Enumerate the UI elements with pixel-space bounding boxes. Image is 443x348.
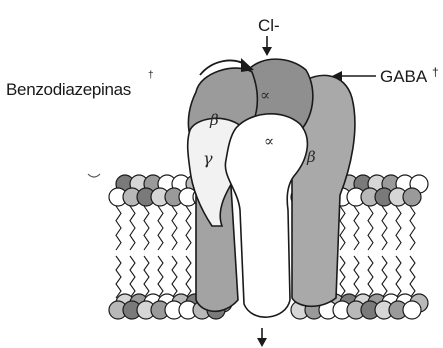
- lipid-head-upper: [403, 188, 421, 206]
- lipid-tail-lower: [410, 256, 415, 298]
- ion-label: Cl-: [258, 16, 280, 35]
- lipid-tail-lower: [130, 256, 135, 298]
- lipid-tail-lower: [116, 256, 121, 298]
- lipid-tail-lower: [368, 256, 373, 298]
- gaba-site: GABA †: [332, 65, 439, 86]
- lipid-tail-lower: [382, 256, 387, 298]
- lipid-tail-lower: [144, 256, 149, 298]
- label-beta-right: β: [306, 148, 316, 166]
- lipid-tail-lower: [172, 256, 177, 298]
- lipid-tail-upper: [172, 206, 177, 250]
- lipid-tail-upper: [410, 206, 415, 250]
- lipid-tail-upper: [340, 206, 345, 250]
- lipid-tail-upper: [158, 206, 163, 250]
- lipid-tail-lower: [354, 256, 359, 298]
- lipid-tail-lower: [396, 256, 401, 298]
- lipid-tail-upper: [382, 206, 387, 250]
- lipid-tail-upper: [368, 206, 373, 250]
- lipid-tail-upper: [116, 206, 121, 250]
- lipid-tail-lower: [186, 256, 191, 298]
- label-alpha-top: ∝: [260, 86, 270, 104]
- chloride-exit: [257, 328, 267, 347]
- lipid-head-lower: [403, 301, 421, 319]
- label-gamma: γ: [203, 149, 213, 168]
- lipid-tail-upper: [354, 206, 359, 250]
- benzodiazepine-label: Benzodiazepinas: [6, 80, 131, 99]
- lipid-tail-upper: [396, 206, 401, 250]
- receptor-complex: [188, 59, 355, 317]
- lipid-tail-lower: [158, 256, 163, 298]
- exit-arrow-head: [257, 338, 267, 347]
- lipid-tail-upper: [186, 206, 191, 250]
- label-alpha-front: ∝: [264, 132, 274, 150]
- lipid-tail-upper: [144, 206, 149, 250]
- stray-mark: [88, 174, 100, 177]
- label-beta-left: β: [209, 111, 219, 129]
- gaba-label: GABA: [380, 67, 428, 86]
- chloride-entry: Cl-: [258, 16, 280, 56]
- lipid-tail-lower: [340, 256, 345, 298]
- benzodiazepine-arrow-head: [241, 58, 254, 72]
- benzodiazepine-mark: †: [148, 70, 154, 81]
- ion-arrow-head: [262, 47, 272, 56]
- lipid-tail-upper: [130, 206, 135, 250]
- gaba-mark: †: [432, 65, 439, 79]
